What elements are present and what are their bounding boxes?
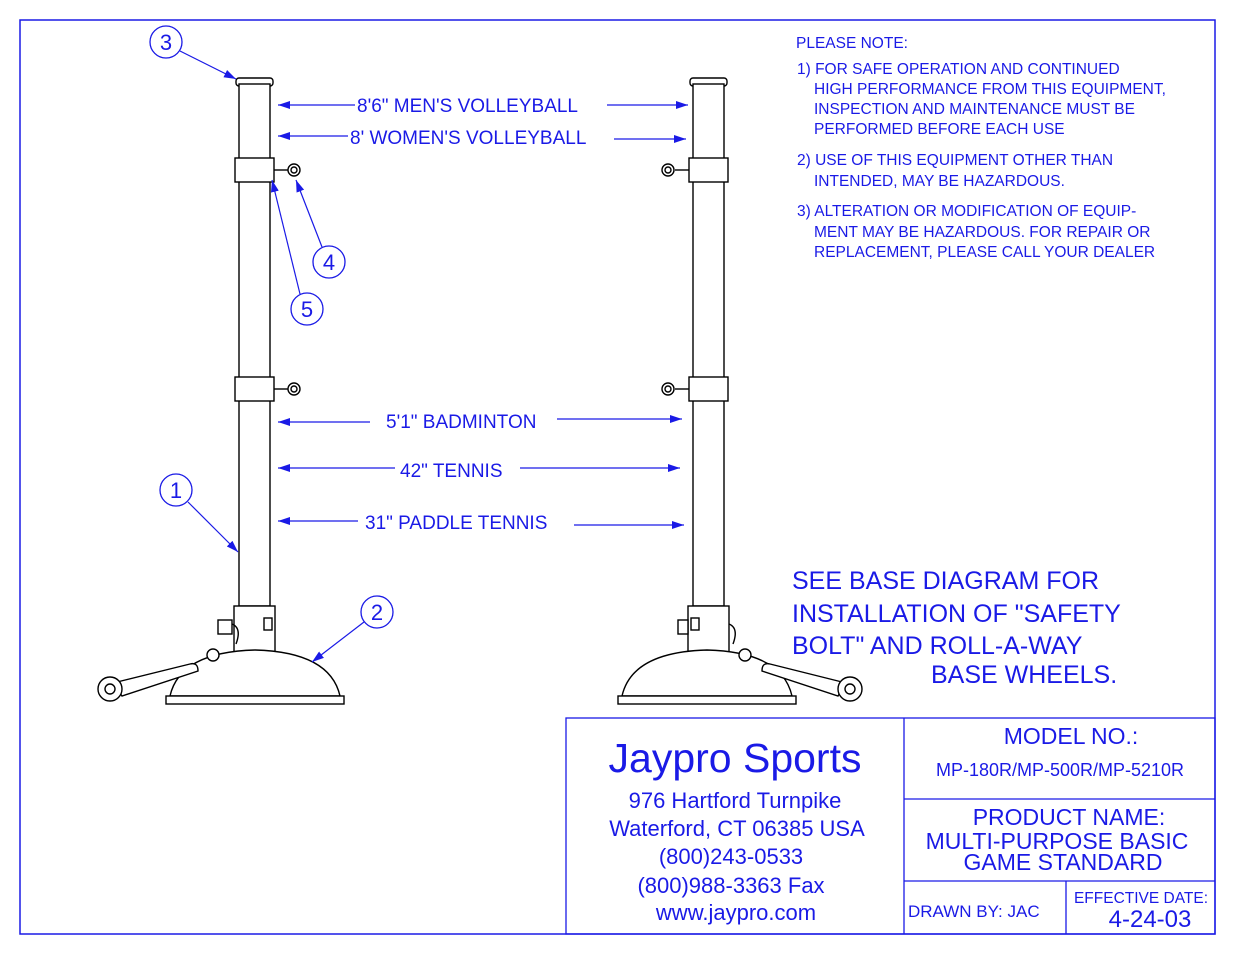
- paddle-tennis-label: 31" PADDLE TENNIS: [365, 513, 547, 534]
- product-line: MULTI-PURPOSE BASIC: [926, 828, 1189, 854]
- callout-2-leader: [311, 621, 365, 663]
- note-line: INTENDED, MAY BE HAZARDOUS.: [814, 173, 1065, 190]
- drawn-by: DRAWN BY: JAC: [908, 902, 1040, 921]
- product-label: PRODUCT NAME:: [973, 804, 1166, 830]
- callout-4-label: 4: [323, 250, 335, 275]
- base-note-line: BASE WHEELS.: [931, 661, 1117, 689]
- effective-date-value: 4-24-03: [1109, 906, 1192, 933]
- fax-number: (800)988-3363 Fax: [637, 873, 824, 898]
- right-post: [617, 77, 863, 705]
- callout-3-bubble: [149, 25, 183, 59]
- note-line: HIGH PERFORMANCE FROM THIS EQUIPMENT,: [814, 81, 1166, 98]
- badminton-label: 5'1" BADMINTON: [386, 412, 536, 433]
- note-line: 1) FOR SAFE OPERATION AND CONTINUED: [797, 61, 1120, 78]
- callout-4-leader: [295, 179, 323, 248]
- address-line: 976 Hartford Turnpike: [629, 788, 842, 813]
- callout-2-label: 2: [371, 600, 383, 625]
- note-line: 3) ALTERATION OR MODIFICATION OF EQUIP-: [797, 203, 1136, 220]
- model-value: MP-180R/MP-500R/MP-5210R: [936, 760, 1184, 780]
- tennis-label: 42" TENNIS: [400, 461, 503, 482]
- left-post: [97, 77, 345, 705]
- callout-5-bubble: [290, 292, 324, 326]
- callout-5-leader: [270, 179, 301, 295]
- callout-1-leader: [187, 501, 239, 553]
- website: www.jaypro.com: [655, 900, 816, 925]
- note-line: INSPECTION AND MAINTENANCE MUST BE: [814, 101, 1135, 118]
- callout-2-bubble: [360, 595, 394, 629]
- phone-number: (800)243-0533: [659, 844, 803, 869]
- company-name: Jaypro Sports: [609, 735, 862, 781]
- callout-1-label: 1: [170, 478, 182, 503]
- callout-1-bubble: [159, 473, 193, 507]
- safety-notes: PLEASE NOTE: 1) FOR SAFE OPERATION AND C…: [796, 35, 1166, 261]
- callout-3-leader: [179, 50, 237, 80]
- note-line: REPLACEMENT, PLEASE CALL YOUR DEALER: [814, 244, 1155, 261]
- effective-date-label: EFFECTIVE DATE:: [1074, 890, 1208, 907]
- model-label: MODEL NO.:: [1004, 723, 1139, 749]
- base-note-line: BOLT" AND ROLL-A-WAY: [792, 632, 1083, 660]
- callout-5-label: 5: [301, 297, 313, 322]
- base-note-line: INSTALLATION OF "SAFETY: [792, 600, 1121, 628]
- callout-3-label: 3: [160, 30, 172, 55]
- note-line: PERFORMED BEFORE EACH USE: [814, 121, 1065, 138]
- product-line: GAME STANDARD: [964, 849, 1163, 875]
- womens-volleyball-label: 8' WOMEN'S VOLLEYBALL: [350, 128, 586, 149]
- note-line: 2) USE OF THIS EQUIPMENT OTHER THAN: [797, 152, 1113, 169]
- title-block: [565, 717, 1216, 935]
- note-line: MENT MAY BE HAZARDOUS. FOR REPAIR OR: [814, 224, 1150, 241]
- mens-volleyball-label: 8'6" MEN'S VOLLEYBALL: [357, 96, 578, 117]
- address-line: Waterford, CT 06385 USA: [609, 816, 865, 841]
- callout-4-bubble: [312, 245, 346, 279]
- base-diagram-note: SEE BASE DIAGRAM FOR INSTALLATION OF "SA…: [792, 567, 1121, 689]
- notes-heading: PLEASE NOTE:: [796, 35, 908, 52]
- base-note-line: SEE BASE DIAGRAM FOR: [792, 567, 1099, 595]
